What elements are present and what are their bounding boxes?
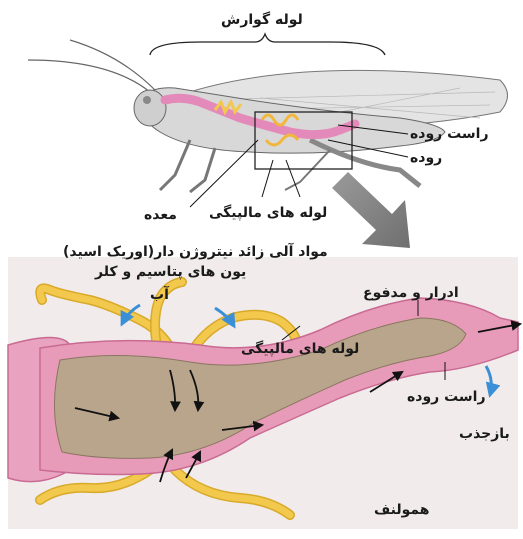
label-malpighian-top: لوله های مالپیگی [209, 205, 327, 221]
label-malpighian-bottom: لوله های مالپیگی [241, 341, 359, 357]
label-reabsorption: بازجذب [459, 426, 510, 442]
label-intestine: روده [410, 150, 442, 166]
label-excretion: ادرار و مدفوع [363, 285, 459, 301]
grasshopper-illustration [28, 40, 508, 192]
label-water: آب [150, 287, 169, 303]
label-ions: یون های پتاسیم و کلر [95, 264, 246, 280]
label-nitrogen-wastes: مواد آلی زائد نیتروژن دار(اوریک اسید) [63, 244, 328, 260]
label-rectum-top: راست روده [410, 126, 489, 142]
label-rectum-bottom: راست روده [407, 389, 486, 405]
label-hemolymph: همولنف [374, 502, 430, 518]
label-digestive-tube: لوله گوارش [221, 12, 303, 28]
zoom-arrow [332, 172, 410, 248]
label-stomach: معده [144, 207, 177, 223]
digestive-tube-bracket [150, 34, 385, 55]
